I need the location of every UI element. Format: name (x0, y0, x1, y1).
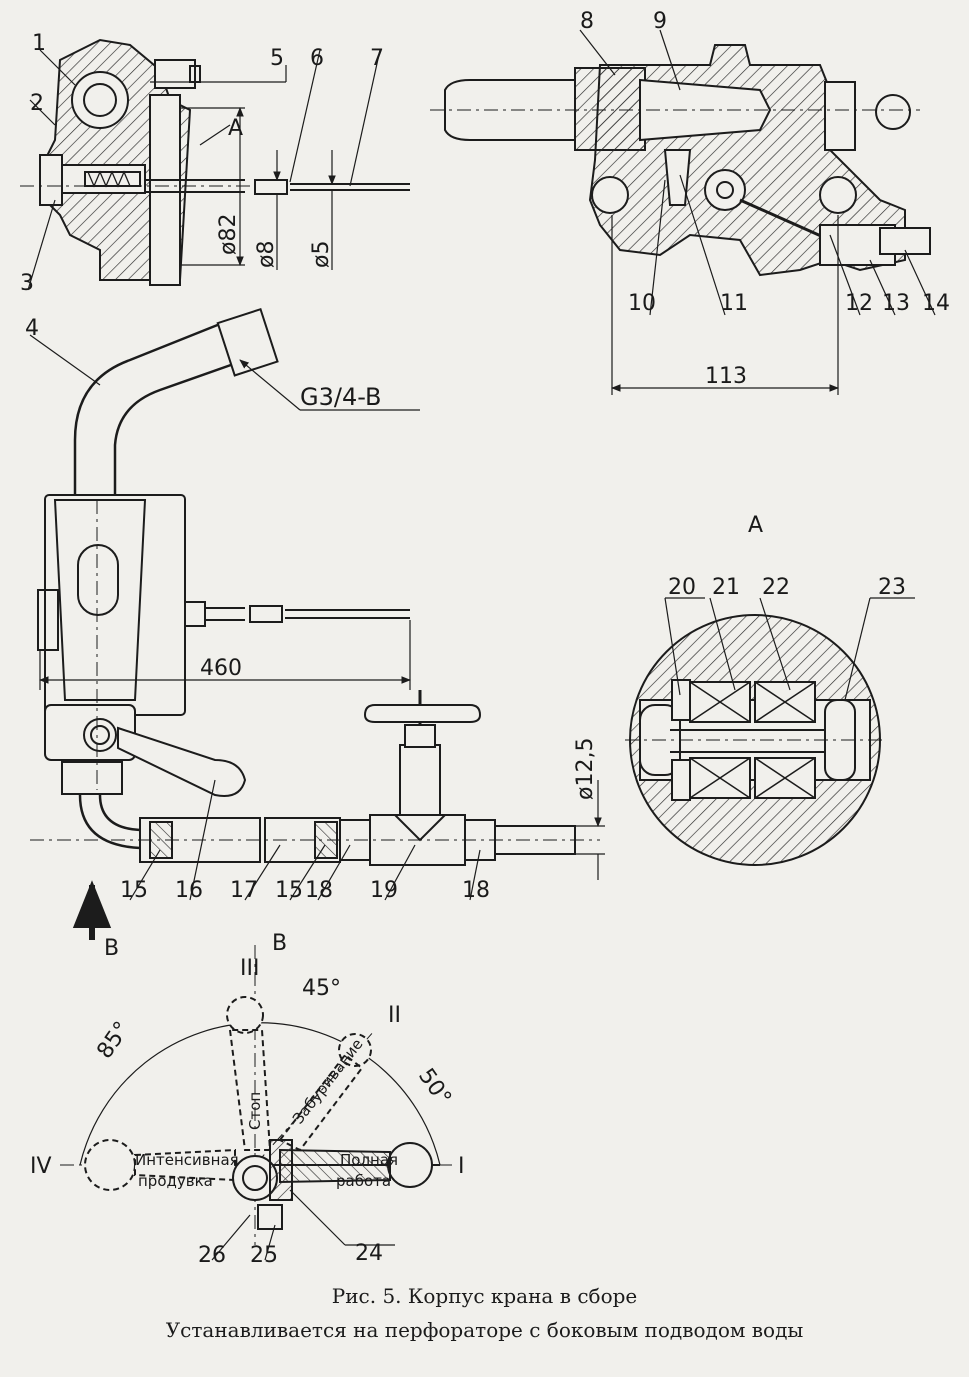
callout-26: 26 (198, 1243, 226, 1268)
view-b-handle-positions (60, 945, 455, 1245)
callout-8: 8 (580, 9, 594, 34)
dim-d8: ø8 (254, 241, 279, 268)
callout-4: 4 (25, 316, 39, 341)
callout-11: 11 (720, 291, 748, 316)
dim-d5: ø5 (309, 241, 334, 268)
callout-13: 13 (882, 291, 910, 316)
callout-14: 14 (922, 291, 950, 316)
callout-24: 24 (355, 1241, 383, 1266)
callout-18-left: 18 (305, 878, 333, 903)
dim-d82: ø82 (216, 214, 241, 255)
callout-20: 20 (668, 575, 696, 600)
callout-23: 23 (878, 575, 906, 600)
dimension-lines-middle (29, 334, 605, 940)
dimension-lines-detail-a (664, 597, 915, 701)
view-b-leaders (211, 1189, 395, 1261)
dim-460: 460 (200, 656, 242, 681)
callout-22: 22 (762, 575, 790, 600)
callout-2: 2 (30, 91, 44, 116)
crane-assembly-front-view (30, 307, 600, 866)
figure-caption-subtitle: Устанавливается на перфораторе с боковым… (165, 1318, 804, 1342)
callout-3: 3 (20, 271, 34, 296)
position-I: I (458, 1154, 465, 1179)
valve-body-section-view (20, 38, 410, 286)
callout-17: 17 (230, 878, 258, 903)
detail-a-view (625, 614, 885, 866)
view-a-label: A (228, 116, 243, 141)
dim-d12-5: ø12,5 (573, 738, 598, 800)
valve-plug-section-view (430, 44, 931, 277)
callout-25: 25 (250, 1243, 278, 1268)
position-II: II (388, 1003, 401, 1028)
callout-15-left: 15 (120, 878, 148, 903)
figure-caption-title: Рис. 5. Корпус крана в сборе (331, 1284, 638, 1308)
callout-1: 1 (32, 31, 46, 56)
callout-5: 5 (270, 46, 284, 71)
handle-label-full-1: Полная (340, 1151, 398, 1169)
callout-21: 21 (712, 575, 740, 600)
position-III: III (240, 956, 259, 981)
position-IV: IV (30, 1154, 52, 1179)
callout-9: 9 (653, 9, 667, 34)
section-a-title: A (748, 513, 763, 538)
arrow-b-label: B (104, 936, 119, 961)
callout-12: 12 (845, 291, 873, 316)
callout-7: 7 (370, 46, 384, 71)
handle-label-intensive-1: Интенсивная (135, 1151, 239, 1169)
dim-113: 113 (705, 364, 747, 389)
callout-6: 6 (310, 46, 324, 71)
callout-10: 10 (628, 291, 656, 316)
callout-16: 16 (175, 878, 203, 903)
dimension-lines-top-left (27, 49, 381, 291)
handle-label-stop: Стоп (246, 1092, 264, 1130)
callout-15-right: 15 (275, 878, 303, 903)
angle-45: 45° (302, 976, 341, 1001)
handle-label-intensive-2: продувка (138, 1172, 213, 1190)
angle-85: 85° (92, 1017, 135, 1063)
handle-label-full-2: работа (336, 1172, 391, 1190)
callout-19: 19 (370, 878, 398, 903)
thread-g3-4-b: G3/4-B (300, 383, 382, 411)
dimension-lines-top-right (579, 29, 936, 395)
angle-50: 50° (413, 1064, 456, 1110)
view-b-title: B (272, 931, 287, 956)
callout-18-right: 18 (462, 878, 490, 903)
